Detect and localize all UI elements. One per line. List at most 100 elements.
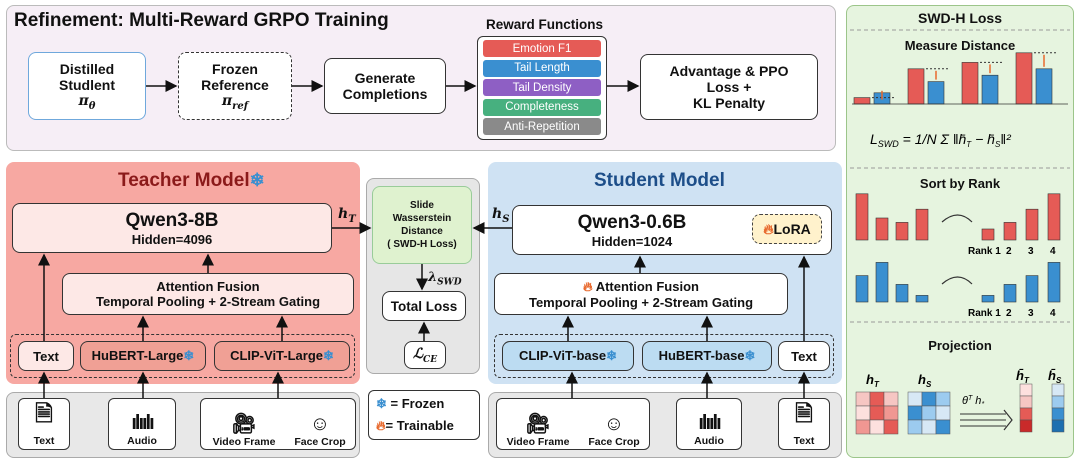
teacher-llm-box[interactable]: Qwen3-8B Hidden=4096: [12, 203, 332, 253]
student-text-encoder[interactable]: Text: [778, 341, 830, 371]
lambda-swd: λSWD: [428, 270, 462, 288]
student-face-input[interactable]: ☺Face Crop: [588, 413, 640, 448]
advantage-ppo-box[interactable]: Advantage & PPO Loss + KL Penalty: [640, 54, 818, 120]
teacher-hubert-encoder[interactable]: HuBERT-Large❄: [80, 341, 206, 371]
sort-bar-blue: [855, 275, 869, 303]
teacher-face-input[interactable]: ☺Face Crop: [294, 413, 346, 448]
ce-loss-box[interactable]: ℒCE: [404, 341, 446, 369]
rank-labels-red: 3: [1028, 246, 1034, 257]
teacher-hidden: Hidden=4096: [131, 231, 213, 247]
teacher-clip-encoder[interactable]: CLIP-ViT-Large❄: [214, 341, 350, 371]
rank-labels-blue: 2: [1006, 308, 1012, 319]
ranked-bar-blue: [981, 295, 995, 303]
reward-chip: Emotion F1: [483, 40, 601, 57]
sort-bar-red: [855, 193, 869, 241]
teacher-text-encoder[interactable]: Text: [18, 341, 74, 371]
swd-projection-title: Projection: [928, 338, 992, 353]
ranked-bar-blue: [1025, 275, 1039, 303]
proj-vector-teacher: [1019, 383, 1033, 397]
proj-label-hS-bar: h̄S: [1048, 368, 1062, 385]
proj-arrow-head: [1003, 409, 1013, 431]
snowflake-icon: ❄: [323, 348, 334, 363]
lora-box[interactable]: 🔥︎LoRA: [752, 214, 822, 244]
proj-matrix-student: [935, 391, 951, 407]
camera-icon: 🎥︎: [231, 413, 257, 435]
snowflake-icon: ❄: [376, 396, 387, 411]
pi-ref: πref: [221, 92, 249, 112]
distilled-student-box[interactable]: Distilled Studlent πθ: [28, 52, 146, 120]
teacher-h-label: hT: [338, 206, 356, 225]
sort-bar-red: [915, 208, 929, 241]
legend-box: [368, 390, 480, 440]
rank-labels-red: 2: [1006, 246, 1012, 257]
sort-bar-red: [895, 222, 909, 241]
proj-matrix-teacher: [855, 391, 871, 407]
measure-bar-teacher: [1015, 52, 1033, 105]
reward-chip: Tail Length: [483, 59, 601, 77]
snowflake-icon: ❄: [249, 170, 265, 190]
rank-labels-red: Rank 1: [968, 246, 1001, 257]
teacher-text-input[interactable]: 🗎Text: [18, 398, 70, 450]
teacher-video-group: [200, 398, 356, 450]
proj-operator: θT h*: [962, 395, 984, 408]
ranked-bar-blue: [1047, 262, 1061, 303]
student-clip-encoder[interactable]: CLIP-ViT-base❄: [502, 341, 634, 371]
proj-matrix-teacher: [883, 419, 899, 435]
proj-matrix-teacher: [869, 419, 885, 435]
reward-chip: Tail Density: [483, 79, 601, 96]
proj-matrix-teacher: [855, 419, 871, 435]
face-icon: ☺: [603, 413, 625, 435]
swd-sort-title: Sort by Rank: [919, 176, 1001, 191]
student-hubert-encoder[interactable]: HuBERT-base❄: [642, 341, 772, 371]
rank-labels-red: 4: [1050, 246, 1056, 257]
camera-icon: 🎥︎: [525, 413, 551, 435]
swd-loss-box[interactable]: Slide Wasserstein Distance ( SWD-H Loss): [372, 186, 472, 264]
student-llm-name: Qwen3-0.6B: [577, 211, 687, 233]
flame-icon: 🔥︎: [376, 418, 386, 433]
student-text-input[interactable]: 🗎Text: [778, 398, 830, 450]
rank-labels-blue: Rank 1: [968, 308, 1001, 319]
proj-matrix-teacher: [883, 405, 899, 421]
reward-functions-title: Reward Functions: [486, 17, 604, 32]
generate-completions-box[interactable]: Generate Completions: [324, 58, 446, 114]
legend-trainable: 🔥︎= Trainable: [376, 418, 454, 433]
student-fusion-box[interactable]: 🔥︎ Attention Fusion Temporal Pooling + 2…: [494, 273, 788, 315]
teacher-video-input[interactable]: 🎥︎Video Frame: [212, 413, 276, 448]
reward-chip: Completeness: [483, 98, 601, 116]
proj-matrix-teacher: [869, 405, 885, 421]
refinement-title: Refinement: Multi-Reward GRPO Training: [14, 10, 389, 31]
total-loss-box[interactable]: Total Loss: [382, 291, 466, 321]
student-video-group: [496, 398, 650, 450]
sort-arrow: [941, 214, 973, 223]
proj-label-hS: hS: [918, 372, 932, 389]
measure-bar-teacher: [961, 62, 979, 105]
document-icon: 🗎: [795, 401, 813, 426]
teacher-llm-name: Qwen3-8B: [125, 209, 219, 231]
snowflake-icon: ❄: [183, 348, 195, 363]
sort-arrow: [941, 276, 973, 285]
teacher-fusion-box[interactable]: Attention Fusion Temporal Pooling + 2-St…: [62, 273, 354, 315]
rank-labels-blue: 3: [1028, 308, 1034, 319]
frozen-reference-box[interactable]: Frozen Reference πref: [178, 52, 292, 120]
proj-vector-student: [1051, 395, 1065, 409]
swd-title: SWD-H Loss: [918, 10, 1002, 26]
snowflake-icon: ❄: [606, 348, 618, 363]
student-video-input[interactable]: 🎥︎Video Frame: [506, 413, 570, 448]
proj-vector-teacher: [1019, 419, 1033, 433]
proj-matrix-student: [935, 405, 951, 421]
waveform-icon: ılıılı: [131, 412, 154, 434]
legend-frozen: ❄ = Frozen: [376, 396, 445, 411]
proj-vector-student: [1051, 419, 1065, 433]
proj-matrix-student: [921, 391, 937, 407]
sort-bar-red: [875, 217, 889, 241]
document-icon: 🗎: [35, 401, 53, 426]
ranked-bar-red: [1003, 222, 1017, 241]
rank-labels-blue: 4: [1050, 308, 1056, 319]
proj-label-hT-bar: h̄T: [1016, 368, 1030, 385]
swd-formula: LSWD = 1/N Σ ‖h̄T − h̄S‖²: [870, 131, 1012, 149]
face-icon: ☺: [309, 413, 331, 435]
